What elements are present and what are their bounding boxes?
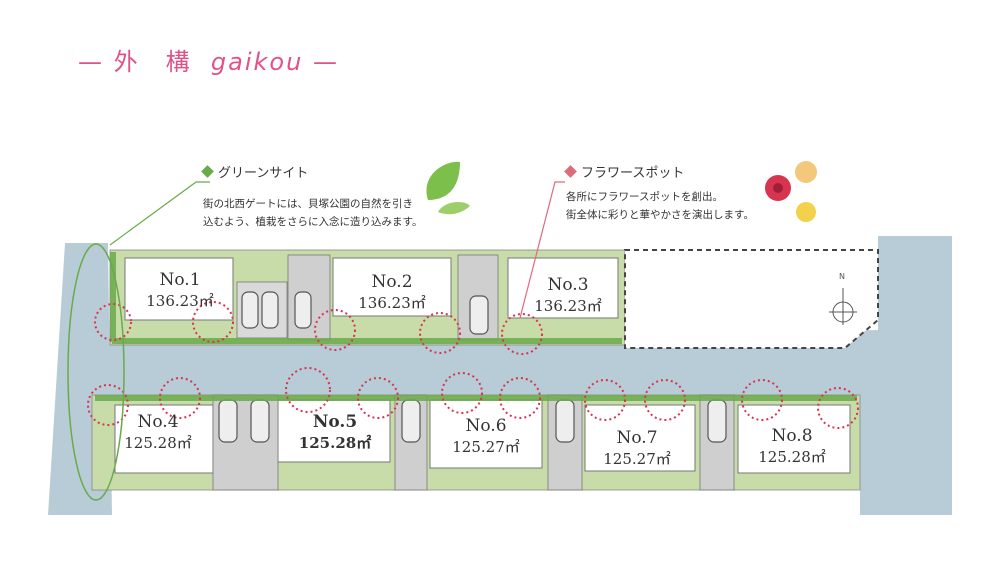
flower-spot-14 — [741, 379, 783, 421]
green-site-ellipse — [67, 243, 125, 501]
flower-spot-title: フラワースポット — [564, 162, 684, 181]
house-1 — [124, 257, 234, 321]
empty-plot — [624, 249, 879, 349]
car-3 — [294, 291, 312, 329]
flower-spot-8 — [285, 367, 331, 413]
car-4 — [469, 295, 489, 335]
hedge-west — [110, 252, 116, 342]
car-9 — [707, 399, 727, 443]
flower-spot-6 — [87, 384, 129, 426]
leaf-icon — [426, 161, 470, 215]
flower-spot-5 — [501, 313, 543, 355]
car-6 — [250, 399, 270, 443]
house-4 — [114, 404, 214, 474]
flower-spot-1 — [94, 303, 132, 341]
house-7 — [584, 404, 696, 472]
car-2 — [261, 291, 279, 329]
house-2 — [332, 257, 452, 317]
title-en: gaikou — — [210, 48, 339, 76]
flower-spot-3 — [314, 309, 356, 351]
title-jp: — 外 構 — [78, 48, 192, 76]
flower-spot-10 — [441, 372, 483, 414]
flower-icon — [765, 161, 817, 222]
flower-spot-15 — [817, 387, 859, 429]
green-diamond-icon — [201, 165, 214, 178]
house-3 — [507, 257, 619, 319]
car-8 — [555, 399, 575, 443]
flower-leader-line — [519, 181, 565, 319]
road-east — [860, 236, 952, 515]
green-site-title: グリーンサイト — [201, 162, 308, 181]
flower-diamond-icon — [564, 165, 577, 178]
hedge-south — [95, 395, 857, 401]
green-leader-line — [109, 181, 210, 246]
compass-label: N — [839, 272, 845, 281]
flower-spot-2 — [192, 301, 234, 343]
house-8 — [737, 404, 851, 474]
page-title: — 外 構 gaikou — — [78, 42, 339, 77]
flower-spot-text: 各所にフラワースポットを創出。 街全体に彩りと華やかさを演出します。 — [566, 191, 754, 221]
house-6 — [429, 399, 543, 469]
car-1 — [241, 291, 259, 329]
flower-spot-13 — [644, 379, 686, 421]
flower-spot-12 — [584, 379, 626, 421]
compass-icon — [829, 288, 857, 325]
car-5 — [218, 399, 238, 443]
hedge-north — [112, 338, 622, 344]
car-7 — [401, 399, 421, 443]
flower-spot-9 — [357, 377, 399, 419]
flower-spot-4 — [419, 312, 461, 354]
flower-spot-11 — [499, 377, 541, 419]
green-site-text: 街の北西ゲートには、貝塚公園の自然を引き 込むよう、植栽をさらに入念に造り込みま… — [203, 198, 423, 228]
flower-spot-7 — [159, 377, 201, 419]
